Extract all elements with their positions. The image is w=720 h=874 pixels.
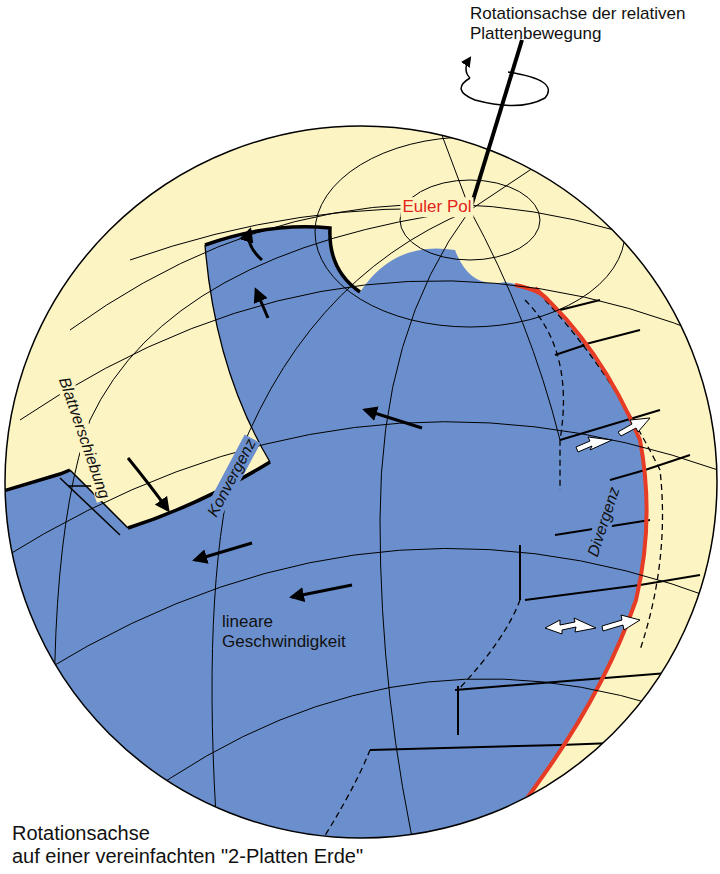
grid-lines	[0, 130, 718, 874]
caption: Rotationsachse auf einer vereinfachten "…	[12, 822, 452, 868]
divergence-arrow	[545, 418, 650, 634]
dashed-lines	[300, 300, 663, 874]
velocity-label: lineare Geschwindigkeit	[222, 612, 372, 651]
rotation-arrow	[461, 72, 548, 106]
pole-label: Euler Pol	[401, 197, 474, 217]
motion-arrow	[128, 230, 422, 597]
axis-label: Rotationsachse der relativen Plattenbewe…	[470, 4, 720, 43]
rotation-axis	[470, 40, 522, 210]
spacer	[162, 822, 452, 842]
ridge	[470, 288, 647, 874]
plate-boundary	[0, 227, 360, 528]
plate	[0, 227, 647, 874]
plate-boundary	[205, 245, 270, 462]
